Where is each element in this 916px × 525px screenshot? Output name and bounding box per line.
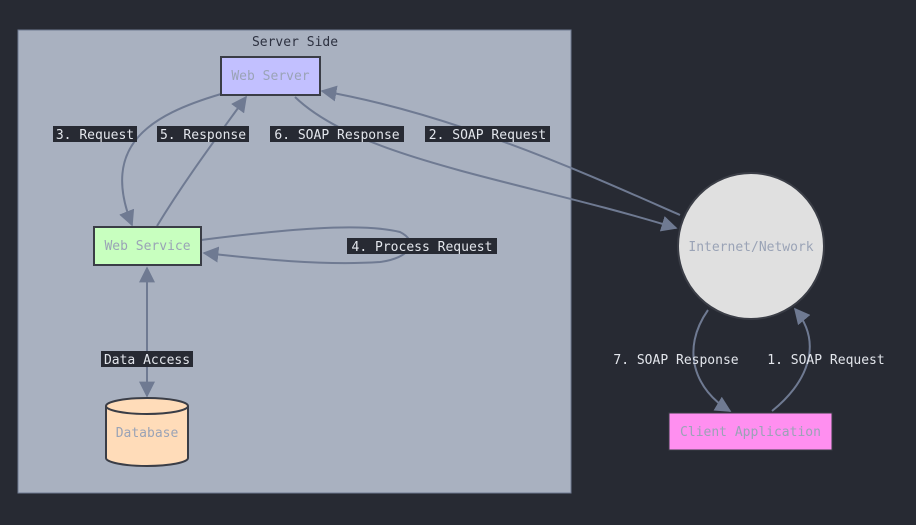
cluster-title: Server Side: [252, 35, 338, 50]
edge-label-4: 4. Process Request: [352, 240, 493, 255]
edge-2-soap-request: [320, 85, 681, 216]
edge-6-soap-response: [294, 96, 678, 232]
database-label: Database: [116, 426, 179, 441]
edge-3-request: [119, 93, 222, 227]
edge-1-soap-request: [771, 307, 811, 412]
edge-label-2: 2. SOAP Request: [429, 128, 546, 143]
internet-label: Internet/Network: [688, 240, 813, 255]
client-application-label: Client Application: [680, 425, 821, 440]
database-node: Database: [105, 397, 189, 467]
client-application-node: Client Application: [668, 412, 833, 451]
edge-label-data-access: Data Access: [104, 353, 190, 368]
web-service-label: Web Service: [104, 239, 190, 254]
web-server-node: Web Server: [220, 56, 321, 96]
edge-label-3: 3. Request: [56, 128, 134, 143]
web-server-label: Web Server: [231, 69, 309, 84]
internet-node: Internet/Network: [677, 172, 825, 320]
edge-label-7: 7. SOAP Response: [613, 353, 738, 368]
edge-7-soap-response: [692, 309, 732, 412]
edge-label-6: 6. SOAP Response: [274, 128, 399, 143]
web-service-node: Web Service: [93, 226, 202, 266]
edge-label-1: 1. SOAP Request: [767, 353, 884, 368]
edge-5-response: [156, 95, 247, 227]
edge-label-5: 5. Response: [160, 128, 246, 143]
